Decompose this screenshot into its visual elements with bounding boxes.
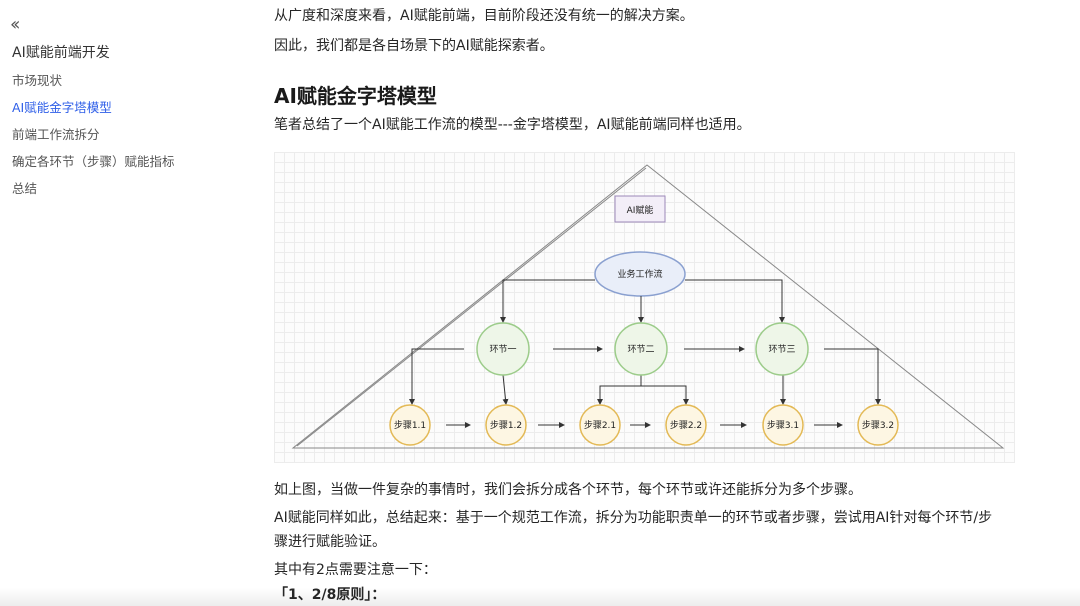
step-label: 步骤1.1 — [394, 420, 426, 431]
stage-node: 环节三 — [755, 322, 809, 376]
double-chevron-left-icon[interactable]: ‹‹ — [10, 14, 21, 35]
step-label: 步骤3.2 — [862, 420, 894, 431]
stage-nodes: 环节一 环节二 环节三 — [476, 322, 809, 376]
stage-node: 环节一 — [476, 322, 530, 376]
subheading: 「1、2/8原则」： — [274, 587, 386, 603]
toc-item-metrics[interactable]: 确定各环节（步骤）赋能指标 — [12, 154, 175, 169]
paragraph: 笔者总结了一个AI赋能工作流的模型---金字塔模型，AI赋能前端同样也适用。 — [274, 117, 751, 133]
stage-label: 环节二 — [627, 344, 654, 355]
step-label: 步骤3.1 — [767, 420, 799, 431]
toc-item-pyramid[interactable]: AI赋能金字塔模型 — [12, 100, 112, 115]
step-nodes: 步骤1.1 步骤1.2 步骤2.1 步骤2.2 步骤3.1 步骤3.2 — [389, 404, 899, 446]
paragraph: 因此，我们都是各自场景下的AI赋能探索者。 — [274, 38, 554, 54]
toc-item-workflow[interactable]: 前端工作流拆分 — [12, 127, 100, 142]
step-label: 步骤1.2 — [490, 420, 522, 431]
workflow-label: 业务工作流 — [617, 268, 662, 280]
paragraph: AI赋能同样如此，总结起来：基于一个规范工作流，拆分为功能职责单一的环节或者步骤… — [274, 510, 993, 526]
step-node: 步骤2.1 — [579, 404, 621, 446]
paragraph: 其中有2点需要注意一下： — [274, 562, 437, 578]
step-label: 步骤2.1 — [584, 420, 616, 431]
step-node: 步骤1.1 — [389, 404, 431, 446]
step-node: 步骤2.2 — [665, 404, 707, 446]
step-node: 步骤1.2 — [485, 404, 527, 446]
top-label: AI赋能 — [627, 204, 654, 216]
stage-label: 环节三 — [768, 344, 795, 355]
workflow-node: 业务工作流 — [594, 251, 686, 297]
toc-item-market[interactable]: 市场现状 — [12, 73, 63, 88]
step-label: 步骤2.2 — [670, 420, 702, 431]
step-node: 步骤3.1 — [762, 404, 804, 446]
diagram-top-box: AI赋能 — [614, 195, 666, 223]
article-body: 从广度和深度来看，AI赋能前端，目前阶段还没有统一的解决方案。 因此，我们都是各… — [274, 0, 1024, 606]
stage-label: 环节一 — [489, 344, 516, 355]
paragraph: 如上图，当做一件复杂的事情时，我们会拆分成各个环节，每个环节或许还能拆分为多个步… — [274, 482, 862, 498]
toc-item-summary[interactable]: 总结 — [12, 181, 38, 196]
paragraph: 从广度和深度来看，AI赋能前端，目前阶段还没有统一的解决方案。 — [274, 8, 694, 24]
section-heading: AI赋能金字塔模型 — [274, 84, 437, 108]
pyramid-diagram: AI赋能 业务工作流 — [274, 152, 1015, 463]
stage-node: 环节二 — [614, 322, 668, 376]
connector-arrows — [409, 279, 881, 428]
step-node: 步骤3.2 — [857, 404, 899, 446]
bottom-fade — [0, 588, 1080, 606]
toc-title[interactable]: AI赋能前端开发 — [12, 45, 110, 61]
paragraph: 骤进行赋能验证。 — [274, 534, 386, 550]
toc-sidebar: ‹‹ AI赋能前端开发 市场现状 AI赋能金字塔模型 前端工作流拆分 确定各环节… — [0, 0, 240, 606]
pyramid-outline — [291, 164, 1005, 449]
